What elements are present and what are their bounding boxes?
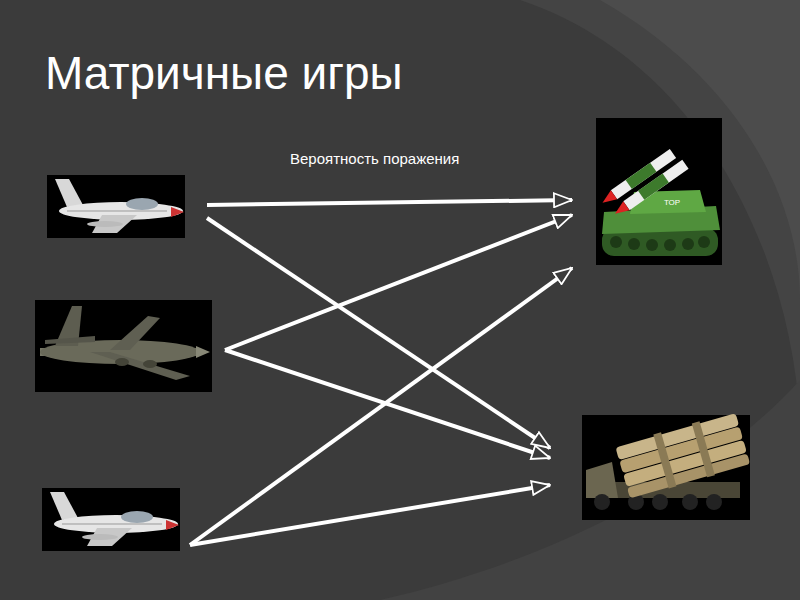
- jet-aircraft: [47, 175, 185, 238]
- jet-aircraft: [42, 488, 180, 551]
- swoosh: [520, 0, 800, 420]
- probability-arrow: [190, 485, 550, 545]
- tank-missile-launcher: ТОР: [596, 118, 722, 265]
- slide-title: Матричные игры: [45, 48, 403, 99]
- note-label: Вероятность поражения: [290, 150, 459, 168]
- svg-text:ТОР: ТОР: [664, 198, 680, 207]
- probability-arrow: [225, 215, 572, 350]
- probability-arrow: [207, 218, 550, 448]
- air-defense-node: [572, 118, 722, 273]
- probability-arrow: [207, 200, 572, 205]
- truck-missile-launcher: [582, 411, 750, 520]
- aircraft-node: [35, 300, 225, 392]
- swoosh: [380, 380, 800, 600]
- cargo-aircraft: [35, 300, 212, 392]
- probability-arrow: [190, 268, 572, 545]
- aircraft-node: [42, 488, 190, 552]
- air-defense-node: [550, 415, 750, 520]
- aircraft-node: [47, 175, 207, 238]
